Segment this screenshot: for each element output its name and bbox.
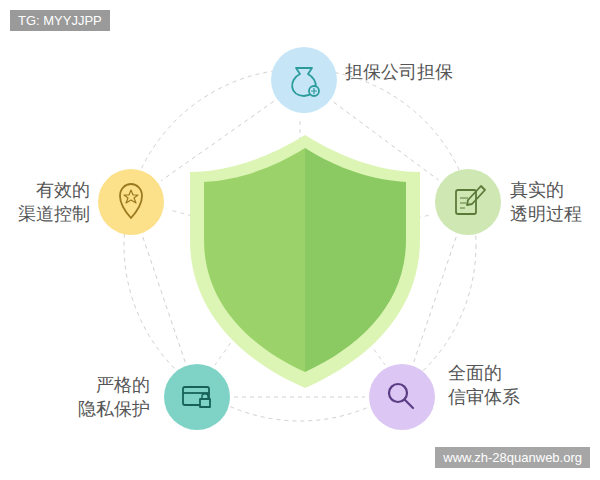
feature-label: 真实的 透明过程 bbox=[510, 178, 582, 226]
dashed-connector bbox=[334, 102, 439, 180]
feature-circle: 真实的 透明过程 bbox=[435, 169, 501, 235]
feature-circle: 全面的 信审体系 bbox=[369, 364, 435, 430]
feature-circle: 严格的 隐私保护 bbox=[164, 364, 230, 430]
dashed-connector bbox=[414, 237, 456, 362]
feature-circle: 担保公司担保 bbox=[271, 47, 337, 113]
watermark: TG: MYYJJPP bbox=[10, 10, 110, 31]
watermark: www.zh-28quanweb.org bbox=[435, 447, 590, 468]
feature-label: 担保公司担保 bbox=[345, 60, 453, 84]
dashed-connector bbox=[234, 397, 365, 398]
feature-label: 严格的 隐私保护 bbox=[78, 373, 150, 421]
feature-label: 有效的 渠道控制 bbox=[18, 178, 90, 226]
feature-label: 全面的 信审体系 bbox=[448, 361, 520, 409]
dashed-connector bbox=[143, 237, 185, 362]
feature-circle: 有效的 渠道控制 bbox=[98, 169, 164, 235]
dashed-connector bbox=[161, 101, 274, 180]
